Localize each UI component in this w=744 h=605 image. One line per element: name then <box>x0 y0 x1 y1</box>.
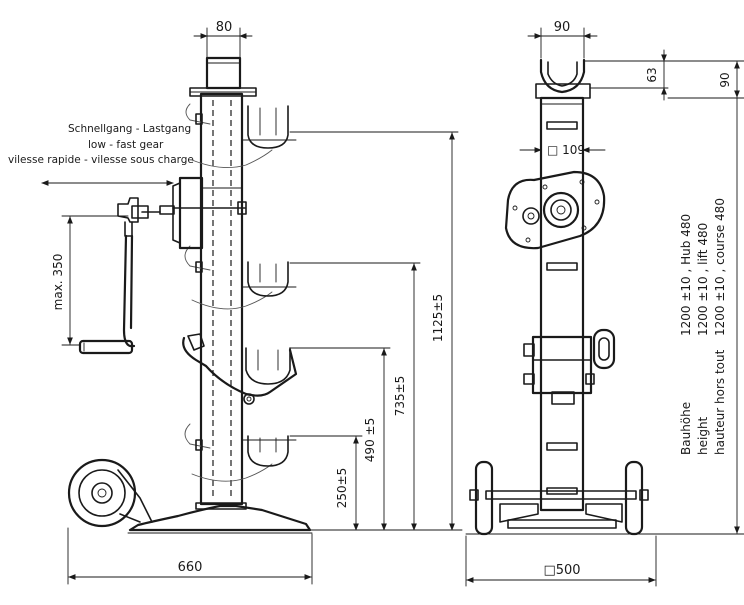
side-gearbox-housing <box>178 176 204 250</box>
dim-front-63: 63 <box>583 49 669 101</box>
dim-crank-max: max. 350 <box>51 215 129 346</box>
front-gear-housing <box>504 170 606 250</box>
front-axle <box>485 490 637 500</box>
side-saddle-ghost-1 <box>185 103 297 169</box>
front-main-column <box>539 96 585 512</box>
side-saddle-ghost-3 <box>184 423 297 482</box>
dim-front-63-label: 63 <box>645 67 659 82</box>
side-wheel <box>67 458 153 528</box>
side-saddle-main <box>182 333 298 405</box>
dim-front-top-90: 90 <box>527 20 598 59</box>
crank-grip[interactable] <box>78 339 134 355</box>
spec-row3-label: hauteur hors tout <box>713 349 727 455</box>
dim-height-735-label: 735±5 <box>393 376 407 417</box>
gear-label-en: low - fast gear <box>88 139 164 151</box>
dim-height-1125-label: 1125±5 <box>431 294 445 342</box>
dim-column-109-label: □ 109 <box>547 143 585 157</box>
spec-row2-label: height <box>696 416 710 455</box>
gear-label-de: Schnellgang - Lastgang <box>68 123 191 135</box>
gear-label-block: Schnellgang - Lastgang low - fast gear v… <box>8 123 194 186</box>
front-slot <box>546 262 578 271</box>
front-slot <box>546 442 578 451</box>
front-axle-assembly <box>465 460 657 536</box>
spec-row1-label: Bauhöhe <box>679 402 693 455</box>
front-slot <box>546 121 578 130</box>
dim-top-width: 80 <box>193 20 253 58</box>
dim-base-500-label: □500 <box>543 563 580 578</box>
spec-row2-value: 1200 ±10 , lift 480 <box>696 223 710 336</box>
front-bracket-plate <box>531 335 593 395</box>
spec-row3-value: 1200 ±10 , course 480 <box>713 198 727 336</box>
spec-table: Bauhöhe 1200 ±10 , Hub 480 height 1200 ±… <box>679 198 727 455</box>
front-handle-loop <box>592 328 616 370</box>
gear-label-fr: vilesse rapide - vilesse sous charge <box>8 154 194 166</box>
dim-height-250: 250±5 <box>289 435 363 531</box>
dim-column-109: □ 109 <box>519 143 606 157</box>
dim-front-top-90-label: 90 <box>554 20 571 35</box>
side-top-cap <box>205 56 242 90</box>
side-gearbox <box>131 176 247 250</box>
side-crank-handle[interactable] <box>78 197 139 355</box>
dim-height-1125: 1125±5 <box>289 131 459 531</box>
front-top-saddle <box>539 58 586 94</box>
side-view: 80 Schnellgang - Lastgang low - fast gea… <box>8 20 463 585</box>
front-base-plate <box>507 519 617 529</box>
dim-height-250-label: 250±5 <box>335 468 349 509</box>
dim-top-width-label: 80 <box>216 20 233 35</box>
front-view: □ 109 <box>465 20 744 587</box>
spec-row1-value: 1200 ±10 , Hub 480 <box>679 214 693 336</box>
dim-base-660: 660 <box>67 527 313 585</box>
dim-height-490: 490 ±5 <box>289 347 391 531</box>
dim-height-490-label: 490 ±5 <box>363 418 377 462</box>
dim-front-right-90-label: 90 <box>718 72 732 87</box>
dim-height-735: 735±5 <box>289 262 421 531</box>
side-main-column <box>199 92 244 506</box>
dim-base-500: □500 <box>465 535 657 587</box>
front-saddle-bracket <box>523 328 616 395</box>
dim-base-660-label: 660 <box>178 560 203 575</box>
dim-crank-max-label: max. 350 <box>51 254 65 311</box>
dim-front-right-90: 90 <box>667 60 744 99</box>
